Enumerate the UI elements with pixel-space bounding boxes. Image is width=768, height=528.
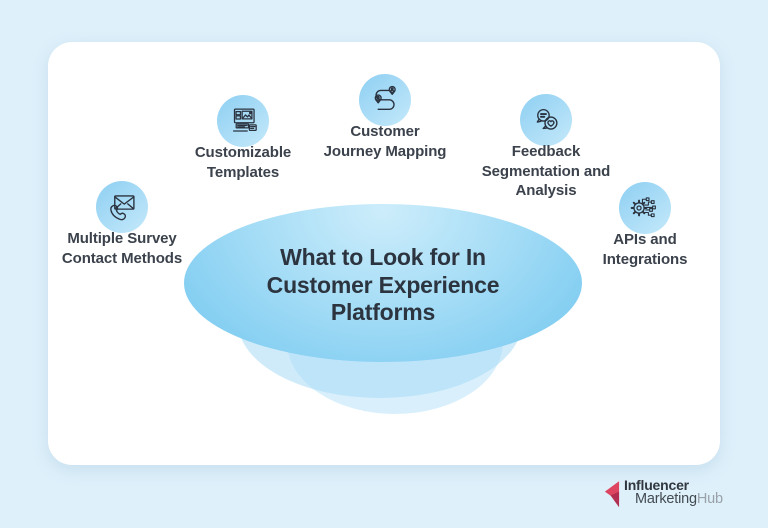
item-circle-feedback-segmentation	[520, 94, 572, 146]
brand-logo: Influencer MarketingHub	[603, 478, 723, 508]
item-label-customer-journey: Customer Journey Mapping	[323, 123, 447, 160]
gear-circuit-icon	[630, 197, 656, 218]
chat-bubbles-heart-icon	[536, 108, 558, 130]
brand-name-hub: Hub	[696, 491, 723, 507]
diagram-title: What to Look for In Customer Experience …	[266, 244, 500, 325]
phone-mail-icon	[110, 195, 135, 221]
item-circle-customizable-templates	[217, 95, 269, 147]
item-circle-customer-journey	[359, 74, 411, 126]
item-label-customizable-templates: Customizable Templates	[194, 144, 292, 181]
brand-name-marketing: Marketing	[635, 491, 697, 507]
item-circle-apis-integrations	[619, 182, 671, 234]
center-ellipse	[184, 204, 582, 362]
item-label-multiple-survey: Multiple Survey Contact Methods	[61, 230, 183, 267]
brand-name-marketinghub: MarketingHub	[635, 492, 723, 507]
brand-logo-text: Influencer MarketingHub	[624, 478, 723, 507]
brand-name-influencer: Influencer	[624, 477, 689, 493]
item-label-apis-integrations: APIs and Integrations	[602, 231, 688, 268]
journey-path-pins-icon	[374, 85, 396, 111]
item-label-feedback-segmentation: Feedback Segmentation and Analysis	[481, 143, 611, 199]
item-circle-multiple-survey	[96, 181, 148, 233]
brand-arrow-icon	[604, 481, 620, 508]
website-template-icon	[233, 108, 257, 132]
